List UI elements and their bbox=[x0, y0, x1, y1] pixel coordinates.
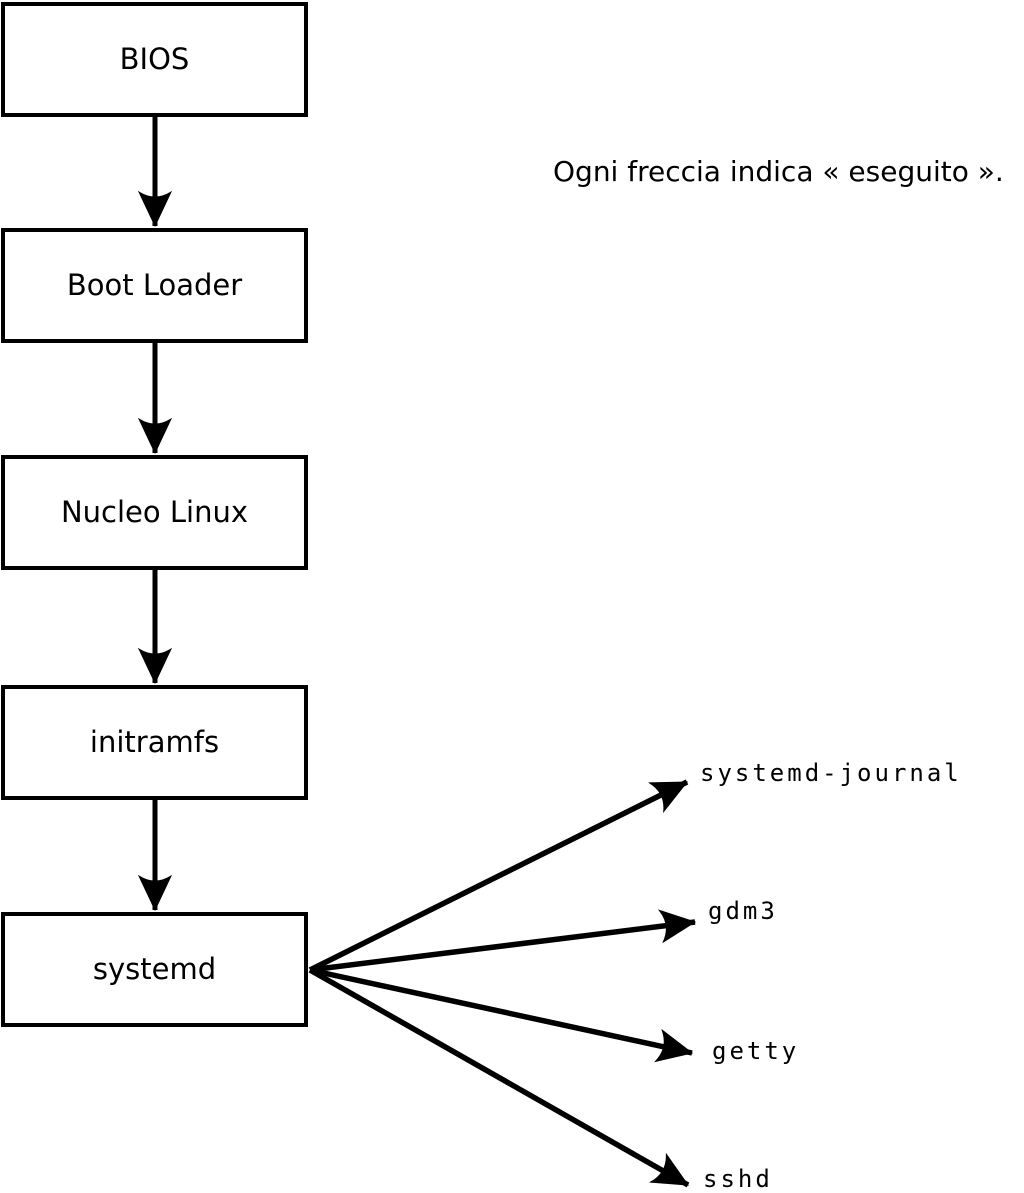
box-initramfs: initramfs bbox=[1, 685, 308, 800]
box-bios: BIOS bbox=[1, 2, 308, 117]
box-nucleo-linux: Nucleo Linux bbox=[1, 455, 308, 570]
service-label-systemd-journal: systemd-journal bbox=[700, 759, 962, 787]
box-bios-label: BIOS bbox=[119, 42, 190, 76]
box-systemd: systemd bbox=[1, 912, 308, 1027]
arrow-systemd-to-systemd-journal bbox=[308, 779, 689, 973]
arrow-systemd-to-sshd bbox=[308, 967, 690, 1188]
arrow-systemd-to-gdm3 bbox=[309, 922, 695, 973]
box-initramfs-label: initramfs bbox=[89, 725, 220, 759]
box-boot-loader: Boot Loader bbox=[1, 228, 308, 343]
service-label-sshd: sshd bbox=[703, 1165, 773, 1193]
diagram-caption: Ogni freccia indica « eseguito ». bbox=[553, 155, 1004, 188]
service-label-getty: getty bbox=[712, 1037, 800, 1065]
service-label-gdm3: gdm3 bbox=[708, 897, 778, 925]
box-systemd-label: systemd bbox=[92, 952, 217, 986]
arrow-systemd-to-getty bbox=[309, 967, 692, 1053]
box-boot-loader-label: Boot Loader bbox=[66, 268, 243, 302]
box-nucleo-linux-label: Nucleo Linux bbox=[60, 495, 248, 529]
